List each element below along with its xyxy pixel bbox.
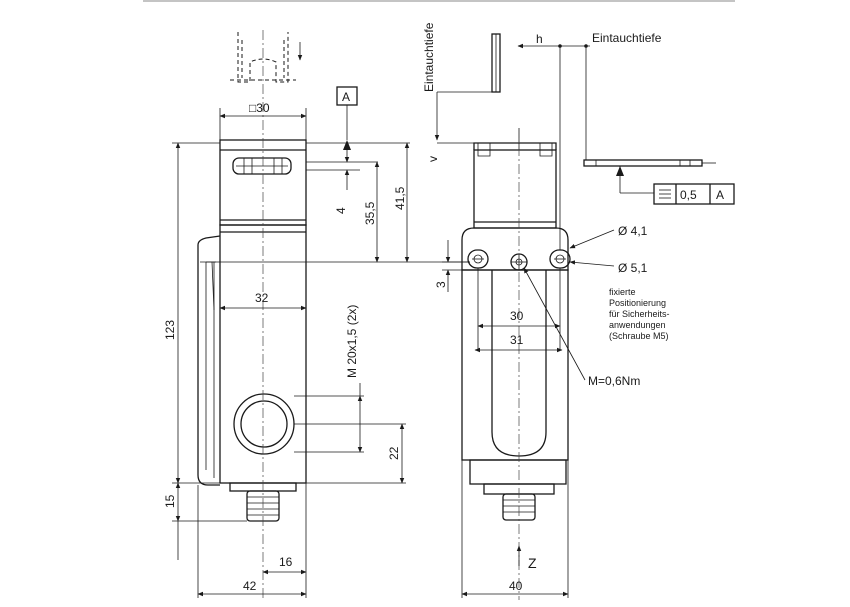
direction-z: Z bbox=[516, 545, 537, 571]
dim-4-label: 4 bbox=[334, 207, 348, 214]
dim-40-label: 40 bbox=[509, 579, 523, 593]
torque-label: M=0,6Nm bbox=[588, 374, 640, 388]
dim-15: 15 bbox=[163, 482, 247, 560]
note-line-3: für Sicherheits- bbox=[609, 309, 670, 319]
dim-3: 3 bbox=[434, 240, 470, 292]
note-line-4: anwendungen bbox=[609, 320, 666, 330]
dim-22-label: 22 bbox=[387, 446, 401, 460]
torque-callout: M=0,6Nm bbox=[523, 267, 640, 388]
hole-5-1-label: Ø 5,1 bbox=[618, 261, 648, 275]
thread-label: M 20x1,5 (2x) bbox=[345, 305, 359, 378]
dim-3-label: 3 bbox=[434, 281, 448, 288]
dim-15-label: 15 bbox=[163, 494, 177, 508]
front-head bbox=[473, 128, 557, 229]
dim-42-label: 42 bbox=[243, 579, 257, 593]
hole-4-1-label: Ø 4,1 bbox=[618, 224, 648, 238]
note-line-5: (Schraube M5) bbox=[609, 331, 669, 341]
actuator-top-small bbox=[491, 33, 501, 93]
dim-123-label: 123 bbox=[163, 320, 177, 340]
dim-16-label: 16 bbox=[279, 555, 293, 569]
datum-a: A bbox=[336, 86, 358, 150]
dim-42: 42 bbox=[197, 579, 307, 597]
dim-35-5-label: 35,5 bbox=[363, 201, 377, 225]
left-side-view: □30 A 4 35,5 41,5 bbox=[163, 30, 470, 600]
dim-40: 40 bbox=[461, 579, 569, 597]
dim-30: 30 bbox=[477, 309, 561, 329]
dim-4: 4 bbox=[334, 150, 350, 214]
tolerance-datum: A bbox=[716, 188, 724, 202]
right-front-view: Eintauchtiefe v h Eintauchtiefe bbox=[422, 22, 735, 600]
datum-a-label: A bbox=[342, 90, 350, 104]
note-line-1: fixierte bbox=[609, 287, 636, 297]
dim-v-label: v bbox=[426, 156, 440, 162]
switch-body bbox=[197, 224, 307, 522]
dim-30-label: 30 bbox=[510, 309, 524, 323]
tolerance-value: 0,5 bbox=[680, 188, 697, 202]
note-line-2: Positionierung bbox=[609, 298, 666, 308]
direction-z-label: Z bbox=[528, 555, 537, 571]
dim-32-label: 32 bbox=[255, 291, 269, 305]
dim-32: 32 bbox=[219, 291, 307, 311]
dim-22: 22 bbox=[294, 423, 406, 484]
dim-width-top-label: □30 bbox=[249, 101, 270, 115]
tolerance-frame: 0,5 A bbox=[653, 183, 735, 205]
actuator-dashed bbox=[230, 32, 303, 83]
dim-123: 123 bbox=[163, 142, 230, 484]
hole-callout-4-1: Ø 4,1 bbox=[569, 224, 648, 249]
dim-31-label: 31 bbox=[510, 333, 524, 347]
positioning-note: fixierte Positionierung für Sicherheits-… bbox=[609, 287, 670, 341]
dim-width-top: □30 bbox=[219, 101, 307, 140]
front-flange bbox=[461, 227, 571, 271]
insertion-depth-horizontal: Eintauchtiefe bbox=[592, 31, 662, 45]
dim-35-5: 35,5 bbox=[363, 161, 380, 263]
dim-41-5: 41,5 bbox=[393, 142, 410, 263]
dim-31: 31 bbox=[474, 333, 563, 353]
hole-callout-5-1: Ø 5,1 bbox=[569, 260, 648, 275]
dim-16: 16 bbox=[262, 555, 307, 575]
insertion-depth-vertical: Eintauchtiefe bbox=[422, 22, 436, 92]
dim-h-label: h bbox=[536, 32, 543, 46]
dim-41-5-label: 41,5 bbox=[393, 186, 407, 210]
actuator-plate-side bbox=[583, 159, 716, 194]
